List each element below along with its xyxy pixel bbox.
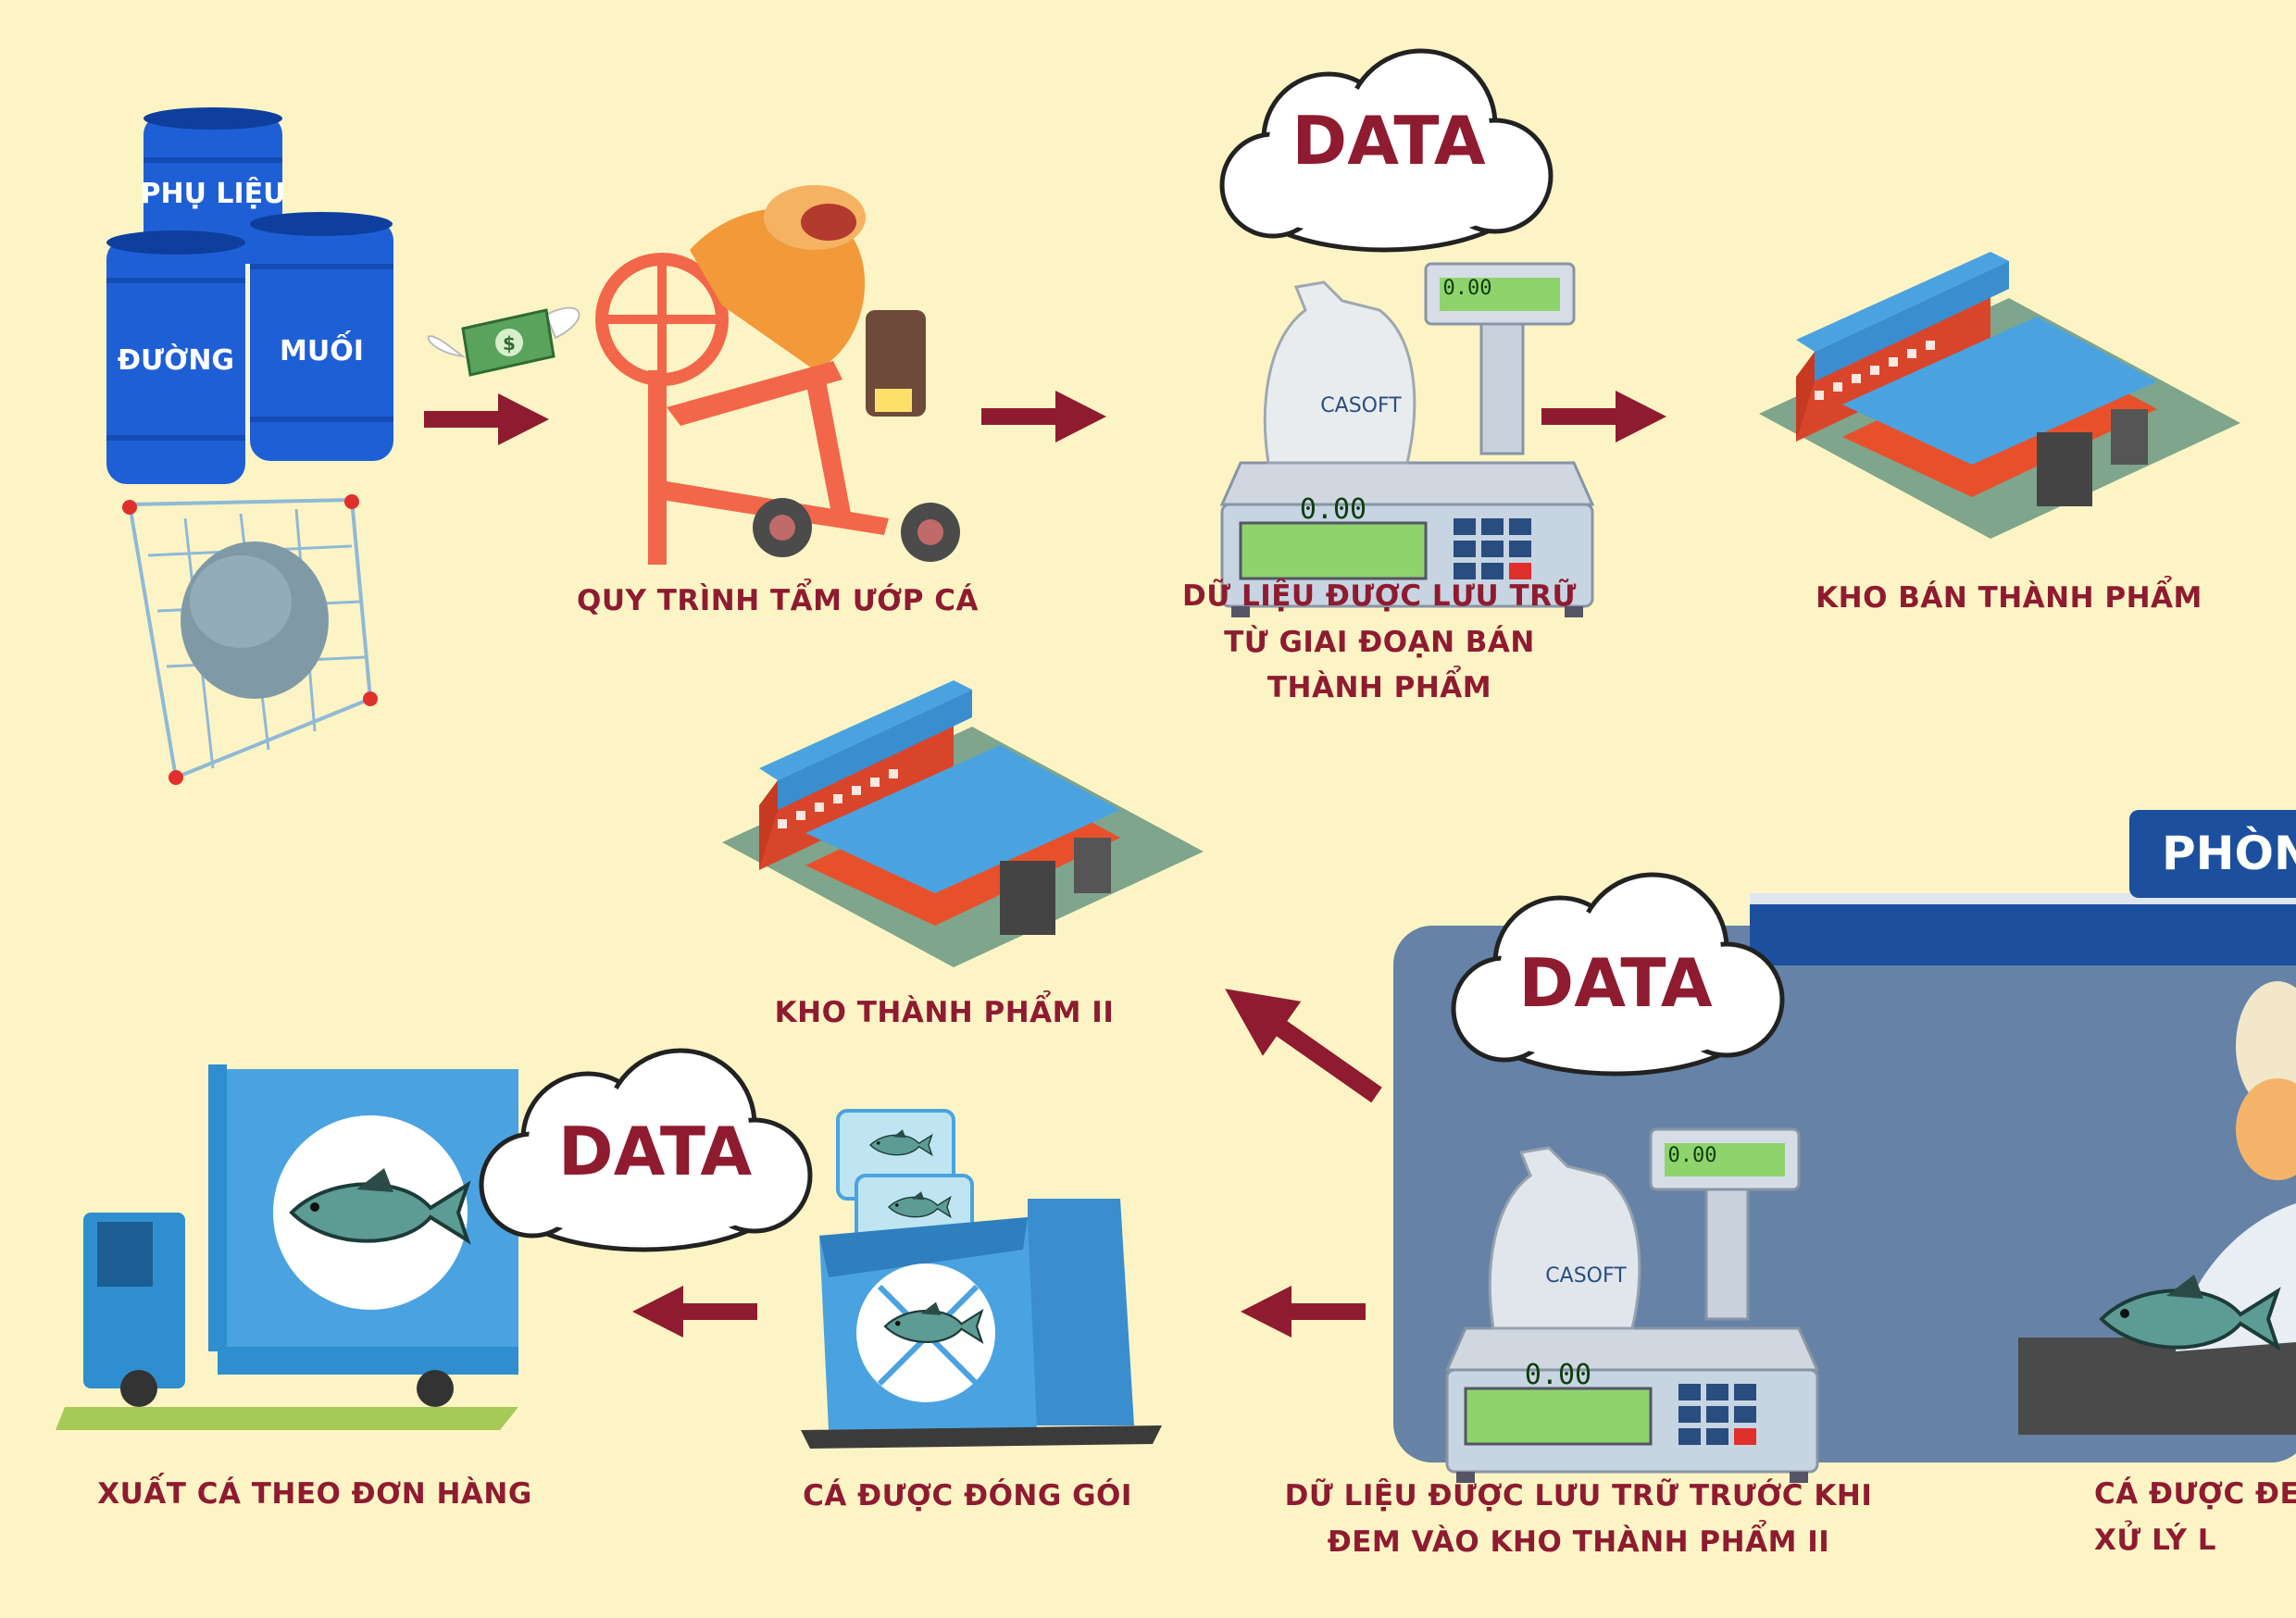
step-label-stored-before: DỮ LIỆU ĐƯỢC LƯU TRỮ TRƯỚC KHI ĐEM VÀO K… <box>1284 1479 1873 1559</box>
fish-marinating-mixer <box>595 185 960 565</box>
flow-arrow-diagonal <box>1225 989 1382 1103</box>
cloud-data-label-3: DATA <box>557 1113 753 1190</box>
casoft-logo: CASOFT <box>1320 394 1402 417</box>
flow-arrow-3 <box>1541 391 1666 442</box>
flow-arrow-2 <box>981 391 1106 442</box>
step-label-marinating: QUY TRÌNH TẨM ƯỚP CÁ <box>576 584 979 617</box>
barrel-duong <box>106 230 245 484</box>
scale-display-main: 0.00 <box>1300 493 1366 526</box>
step-label-stored-semi: DỮ LIỆU ĐƯỢC LƯU TRỮ TỪ GIAI ĐOẠN BÁN TH… <box>1182 579 1577 705</box>
step-label-packaged: CÁ ĐƯỢC ĐÓNG GÓI <box>803 1479 1132 1512</box>
svg-text:$: $ <box>503 332 516 355</box>
barrel-label-duong: ĐƯỜNG <box>117 344 235 377</box>
step-label-warehouse-ii: KHO THÀNH PHẨM II <box>774 996 1115 1029</box>
barrel-label-muoi: MUỐI <box>280 335 364 367</box>
scale-display-main: 0.00 <box>1525 1359 1591 1391</box>
fish-net-icon <box>122 494 378 785</box>
step-label-processed: CÁ ĐƯỢC ĐE XỬ LÝ L <box>2094 1477 2296 1557</box>
step-label-semi-warehouse: KHO BÁN THÀNH PHẨM <box>1816 581 2202 615</box>
barrel-phu-lieu <box>144 107 282 264</box>
semi-finished-warehouse-icon <box>1759 252 2240 539</box>
cloud-data-label-1: DATA <box>1292 102 1486 180</box>
finished-warehouse-ii-icon <box>722 680 1204 967</box>
weighing-scale-icon <box>1220 262 1594 619</box>
cloud-data-label-2: DATA <box>1518 944 1713 1022</box>
step-label-export: XUẤT CÁ THEO ĐƠN HÀNG <box>97 1477 532 1511</box>
flow-arrow-1 <box>424 393 549 445</box>
room-title: PHÒN <box>2162 827 2296 880</box>
delivery-truck-icon <box>56 1064 518 1430</box>
barrel-label-phu-lieu: PHỤ LIỆU <box>140 178 286 210</box>
casoft-logo: CASOFT <box>1545 1264 1627 1288</box>
flow-arrow-5 <box>632 1286 757 1338</box>
scale-display-top: 0.00 <box>1443 277 1492 300</box>
money-with-wings-icon: $ <box>427 306 580 377</box>
packaged-fish-boxes-icon <box>801 1109 1162 1449</box>
scale-display-top: 0.00 <box>1668 1144 1717 1167</box>
barrel-muoi <box>250 212 393 461</box>
flow-arrow-4 <box>1241 1286 1366 1338</box>
